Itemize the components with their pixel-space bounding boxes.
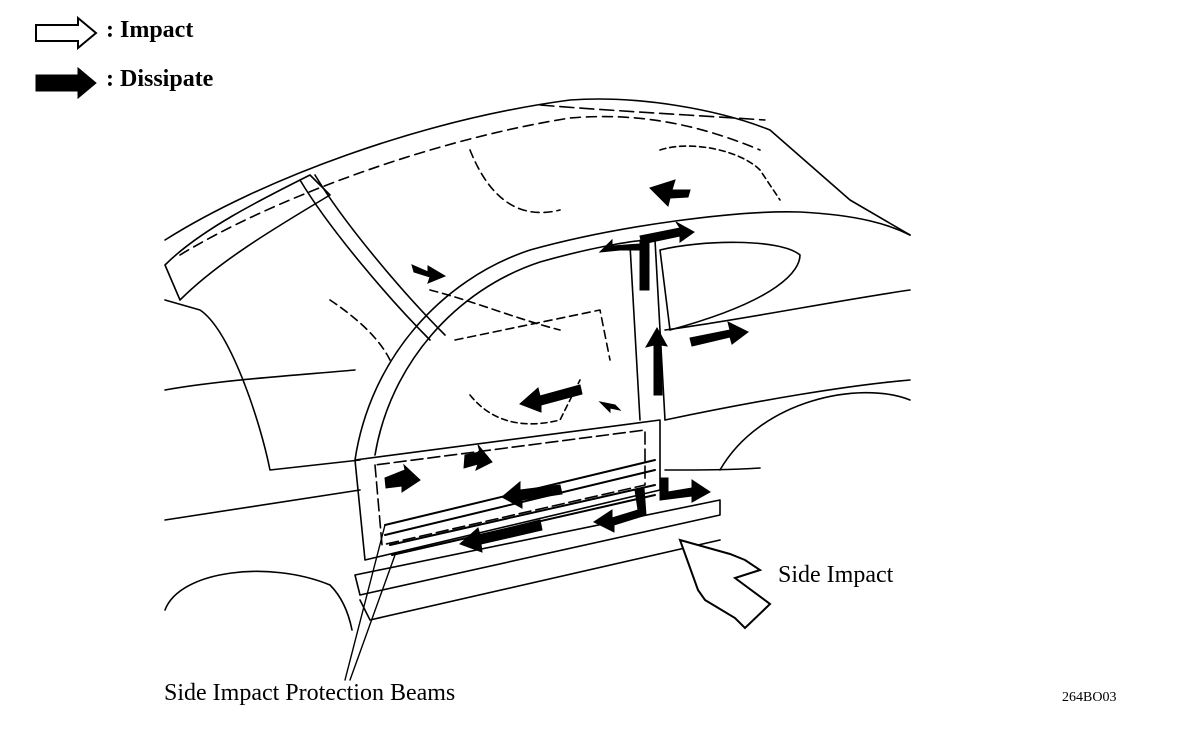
roof-outline <box>164 98 911 241</box>
rocker-panel <box>354 499 721 596</box>
window-arch-inner <box>374 239 651 456</box>
legend-impact-label: : Impact <box>106 17 194 43</box>
rear-quarter <box>664 289 911 331</box>
arrow-rocker-left <box>459 519 543 553</box>
a-pillar <box>299 179 431 341</box>
arrow-windshield <box>411 264 447 284</box>
roof-outline-inner <box>179 115 761 256</box>
dissipate-arrows <box>384 179 749 553</box>
interior-detail-2 <box>454 309 611 361</box>
beam-leader-line-2 <box>349 554 396 681</box>
lower-beam <box>389 484 656 546</box>
interior-detail-4 <box>659 145 781 201</box>
a-pillar-inner <box>314 174 446 336</box>
figure-id: 264BO03 <box>1062 690 1117 705</box>
rear-window <box>659 241 801 331</box>
interior-detail-5 <box>329 299 391 361</box>
front-body-line <box>164 369 356 391</box>
arrow-beam-left <box>501 480 563 509</box>
front-fender <box>164 299 361 471</box>
side-impact-label: Side Impact <box>778 562 894 588</box>
rear-lower <box>664 467 761 471</box>
roof-dashed-edge <box>539 104 766 121</box>
arrow-rear-right <box>689 321 749 347</box>
legend-impact-arrow-icon <box>35 15 98 51</box>
rear-body-line <box>664 379 911 421</box>
legend-dissipate-arrow-icon <box>35 66 97 100</box>
front-wheel-arch <box>164 570 353 631</box>
arrow-sill-curve <box>593 487 647 533</box>
impact-arrow <box>678 538 772 630</box>
arrow-door-front <box>384 463 421 493</box>
b-pillar-stem <box>639 239 650 291</box>
arrow-rocker-corner <box>659 477 711 503</box>
rear-wheel-arch <box>719 391 911 471</box>
legend-dissipate-label: : Dissipate <box>106 66 214 92</box>
window-arch-outer <box>354 211 911 461</box>
beam-leader-line-1 <box>344 524 386 681</box>
interior-detail-3 <box>469 149 561 214</box>
door-inner-frame <box>374 429 646 546</box>
seat-outline <box>469 379 581 425</box>
arrow-door-small-left <box>598 401 622 414</box>
interior-detail-1 <box>429 289 561 331</box>
beams-label: Side Impact Protection Beams <box>164 680 456 706</box>
b-pillar <box>629 244 641 421</box>
rocker-lower <box>359 539 721 621</box>
arrow-door-upper <box>519 384 583 413</box>
front-lower <box>164 489 361 521</box>
b-pillar-2 <box>654 239 666 421</box>
arrow-roof-up <box>649 179 691 207</box>
arrow-b-pillar-up <box>644 326 668 396</box>
windshield-frame <box>164 174 331 301</box>
arrow-door-mid <box>463 444 493 471</box>
